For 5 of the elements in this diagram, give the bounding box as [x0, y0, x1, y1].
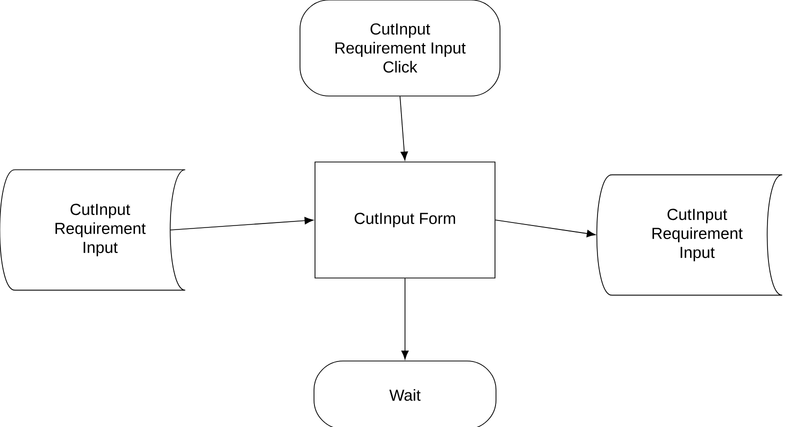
arrow — [400, 96, 408, 160]
process-box: CutInput Form — [314, 162, 496, 278]
arrow — [170, 216, 314, 230]
arrow — [401, 278, 409, 360]
arrow — [495, 220, 596, 238]
